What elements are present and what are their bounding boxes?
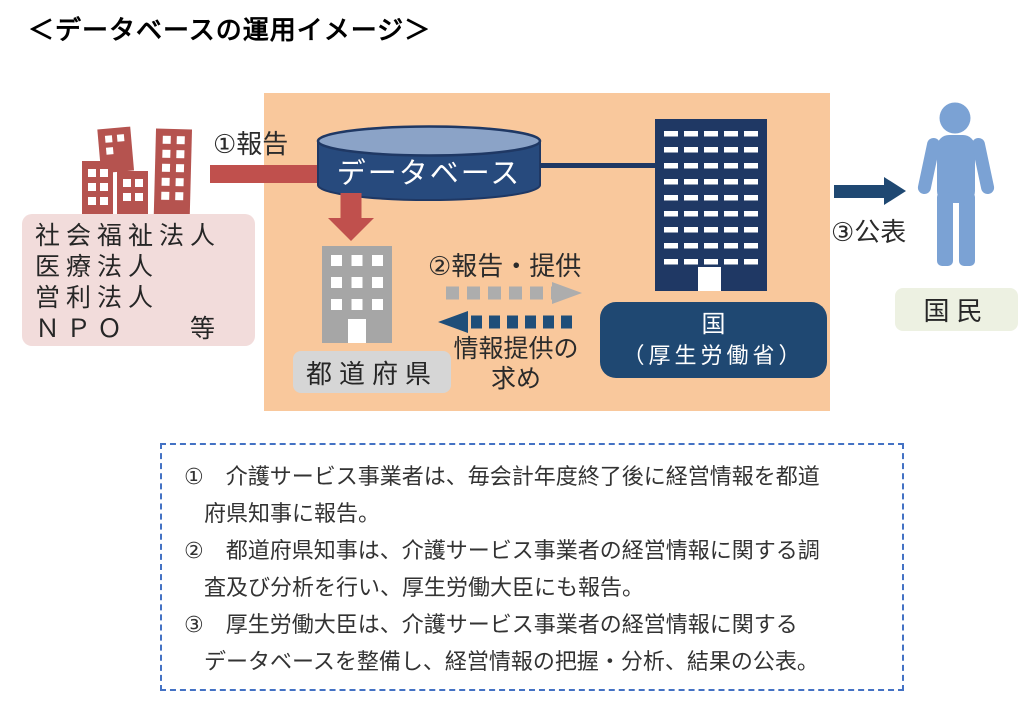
database-nation-connector xyxy=(540,163,657,168)
provider-type: 営利法人 xyxy=(35,284,160,312)
provider-buildings-icon xyxy=(82,126,193,215)
provider-type: 医療法人 xyxy=(35,253,160,281)
prefecture-label: 都道府県 xyxy=(305,358,438,389)
providers-box: 社会福祉法人 医療法人 営利法人 ＮＰＯ 等 xyxy=(22,214,255,346)
database-cylinder-icon xyxy=(316,125,542,201)
prefecture-box: 都道府県 xyxy=(293,351,451,393)
prefecture-building-icon xyxy=(322,246,392,343)
information-request-arrow-icon xyxy=(438,311,572,333)
note-line: データベースを整備し、経営情報の把握・分析、結果の公表。 xyxy=(204,649,819,674)
provider-type: ＮＰＯ 等 xyxy=(35,315,222,343)
report-provide-arrow-icon xyxy=(446,282,582,304)
information-request-label: 情報提供の 求め xyxy=(453,335,579,393)
note-line: 査及び分析を行い、厚生労働大臣にも報告。 xyxy=(204,575,645,600)
step3-publish-label: ③公表 xyxy=(831,217,907,247)
down-arrow-icon xyxy=(328,193,374,241)
database-label: データベース xyxy=(336,158,522,190)
note-line: ① 介護サービス事業者は、毎会計年度終了後に経営情報を都道 xyxy=(184,464,820,489)
note-line: ② 都道府県知事は、介護サービス事業者の経営情報に関する調 xyxy=(184,538,820,563)
step2-report-provide-label: ②報告・提供 xyxy=(428,251,582,281)
report-arrow xyxy=(210,165,326,183)
nation-box: 国 （厚生労働省） xyxy=(600,302,827,378)
nation-building-icon xyxy=(655,119,767,291)
publish-arrow-icon xyxy=(834,177,906,205)
page-title: ＜データベースの運用イメージ＞ xyxy=(28,15,432,45)
step1-report-label: ①報告 xyxy=(213,129,289,159)
note-line: 府県知事に報告。 xyxy=(204,501,381,526)
citizens-label: 国民 xyxy=(923,296,990,326)
notes-box: ① 介護サービス事業者は、毎会計年度終了後に経営情報を都道 府県知事に報告。 ②… xyxy=(160,443,904,691)
ministry-label: （厚生労働省） xyxy=(622,343,805,368)
nation-label: 国 xyxy=(701,311,726,338)
citizens-box: 国民 xyxy=(895,288,1018,331)
provider-type: 社会福祉法人 xyxy=(35,222,222,250)
citizen-person-icon xyxy=(917,102,995,266)
note-line: ③ 厚生労働大臣は、介護サービス事業者の経営情報に関する xyxy=(184,612,798,637)
